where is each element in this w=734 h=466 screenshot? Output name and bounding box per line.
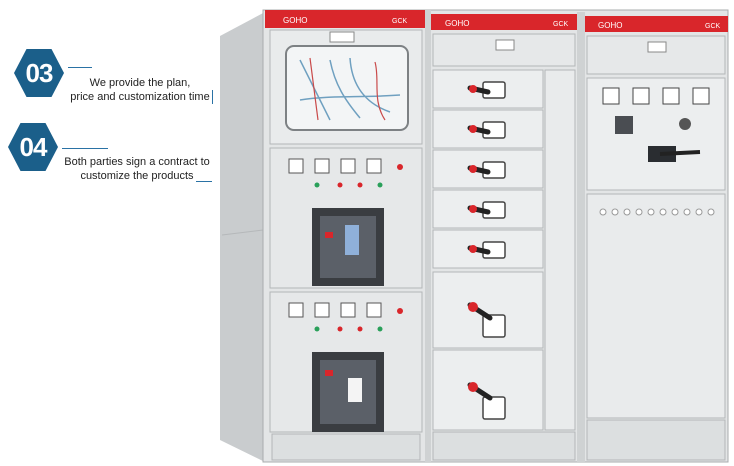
cabinet-window — [285, 45, 409, 131]
connector-line-end — [196, 181, 212, 182]
step-text-line-2: customize the products — [80, 170, 194, 182]
connector-tick — [212, 90, 213, 104]
svg-text:GOHO: GOHO — [598, 21, 622, 30]
svg-text:GCK: GCK — [705, 23, 721, 30]
connector-line — [62, 148, 108, 149]
step-description: We provide the plan, price and customiza… — [60, 76, 220, 104]
svg-text:GOHO: GOHO — [445, 19, 469, 28]
step-text-line-2: price and customization time — [70, 91, 210, 103]
cabinet-top-strip — [265, 10, 425, 28]
brand-mark: GOHO — [283, 16, 307, 25]
step-text-line-1: Both parties sign a contract to — [64, 156, 210, 168]
step-text-line-1: We provide the plan, — [89, 77, 191, 89]
step-description: Both parties sign a contract to customiz… — [56, 155, 218, 183]
svg-text:GCK: GCK — [553, 21, 569, 28]
connector-line — [68, 67, 92, 68]
cabinet-side-panel — [220, 12, 265, 462]
svg-text:GCK: GCK — [392, 18, 408, 25]
